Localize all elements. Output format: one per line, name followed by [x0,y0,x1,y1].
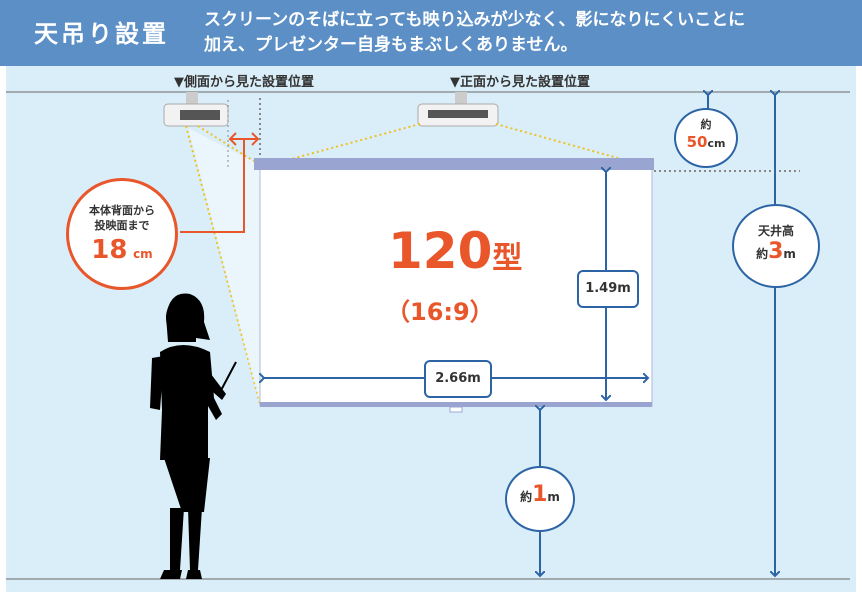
height-label: 1.49m [577,270,639,308]
floor-gap-prefix: 約 [520,490,533,504]
screen-size-value: 120 [388,222,493,280]
screen-pull-handle [449,406,463,413]
distance-callout: 本体背面から 投映面まで 18 cm [66,178,178,290]
screen-top-bar [254,158,654,170]
floor-gap-unit: m [547,490,560,504]
width-label: 2.66m [424,360,492,398]
presenter-silhouette [150,293,237,579]
side-projector-icon [163,92,229,127]
ceiling-gap-label: 約 50cm [674,108,738,168]
distance-unit: cm [133,247,153,261]
ceiling-gap-prefix: 約 [700,118,712,131]
ceiling-height-value: 3 [768,239,784,264]
side-projection-beam [185,125,261,405]
side-view-label: ▼側面から見た設置位置 [174,75,314,90]
distance-arrow [180,132,260,233]
page-title: 天吊り設置 [34,20,169,48]
ceiling-height-prefix: 約 [756,247,769,261]
ceiling-height-unit: m [783,247,796,261]
distance-value: 18 [91,235,128,265]
side-beam-fill [188,128,260,404]
screen-bottom-bar [260,402,652,407]
ceiling-height-text: 天井高 [757,224,794,238]
screen-size: 120型 [388,226,522,284]
distance-callout-line2: 投映面まで [94,219,150,232]
screen-ratio: （16:9） [386,298,494,326]
ceiling-gap-value: 50 [686,133,708,151]
floor-gap-label: 約1m [505,466,575,532]
front-projector-icon [417,92,499,127]
floor-gap-value: 1 [532,482,548,507]
ceiling-gap-unit: cm [707,137,726,150]
front-view-label: ▼正面から見た設置位置 [450,75,590,90]
screen-size-unit: 型 [492,241,523,276]
header-bar: 天吊り設置 スクリーンのそばに立っても映り込みが少なく、影になりにくいことに 加… [0,0,862,66]
page-subtitle: スクリーンのそばに立っても映り込みが少なく、影になりにくいことに 加え、プレゼン… [204,10,746,55]
ceiling-height-label: 天井高 約3m [732,204,820,288]
distance-callout-line1: 本体背面から [89,204,155,217]
